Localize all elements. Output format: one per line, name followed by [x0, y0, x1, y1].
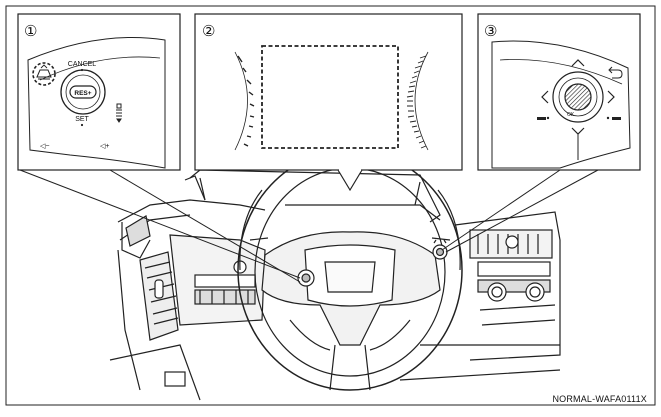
ok-label: OK: [567, 112, 575, 118]
left-gauge-arc: [234, 51, 248, 151]
panel-number-1: ①: [24, 23, 37, 40]
ok-dial-icon[interactable]: [564, 83, 592, 111]
dashboard-scene: [109, 149, 561, 401]
panel-number-3: ③: [484, 23, 497, 40]
right-gauge-ticks: [406, 55, 427, 149]
set-label: SET: [75, 116, 89, 123]
up-arrow-icon[interactable]: [571, 59, 585, 67]
panel-2: ②: [194, 13, 463, 192]
back-arrow-icon[interactable]: [608, 66, 623, 79]
cancel-label: CANCEL: [68, 61, 97, 68]
right-bar-icon: [612, 117, 621, 120]
panel-1: ① RES+ CANCEL SET ◁− ◁+: [17, 13, 181, 171]
display-dashed-area: [261, 45, 399, 149]
right-gauge-arc: [414, 51, 429, 151]
intelligent-cruise-icon[interactable]: [36, 64, 52, 80]
left-gauge-ticks: [237, 55, 255, 147]
reset-button[interactable]: [69, 85, 97, 99]
highlight-dashed-circle: [32, 62, 56, 86]
cancel-dot: [80, 68, 84, 72]
volume-up-label[interactable]: ◁+: [100, 143, 109, 150]
down-arrow-icon[interactable]: [571, 127, 585, 135]
reset-label: RES+: [74, 90, 91, 97]
panel-3: ③ OK: [477, 13, 641, 171]
left-arrow-icon[interactable]: [541, 90, 549, 104]
distance-bars-icon[interactable]: [116, 103, 122, 123]
volume-down-label[interactable]: ◁−: [40, 143, 49, 150]
set-dot: [80, 123, 84, 127]
panel-number-2: ②: [202, 23, 215, 40]
leader-lines: [18, 169, 599, 283]
figure-code: NORMAL-WAFA0111X: [552, 394, 647, 404]
left-bar-icon: [537, 117, 546, 120]
panel-2-pointer: [337, 169, 363, 192]
right-arrow-icon[interactable]: [607, 90, 615, 104]
